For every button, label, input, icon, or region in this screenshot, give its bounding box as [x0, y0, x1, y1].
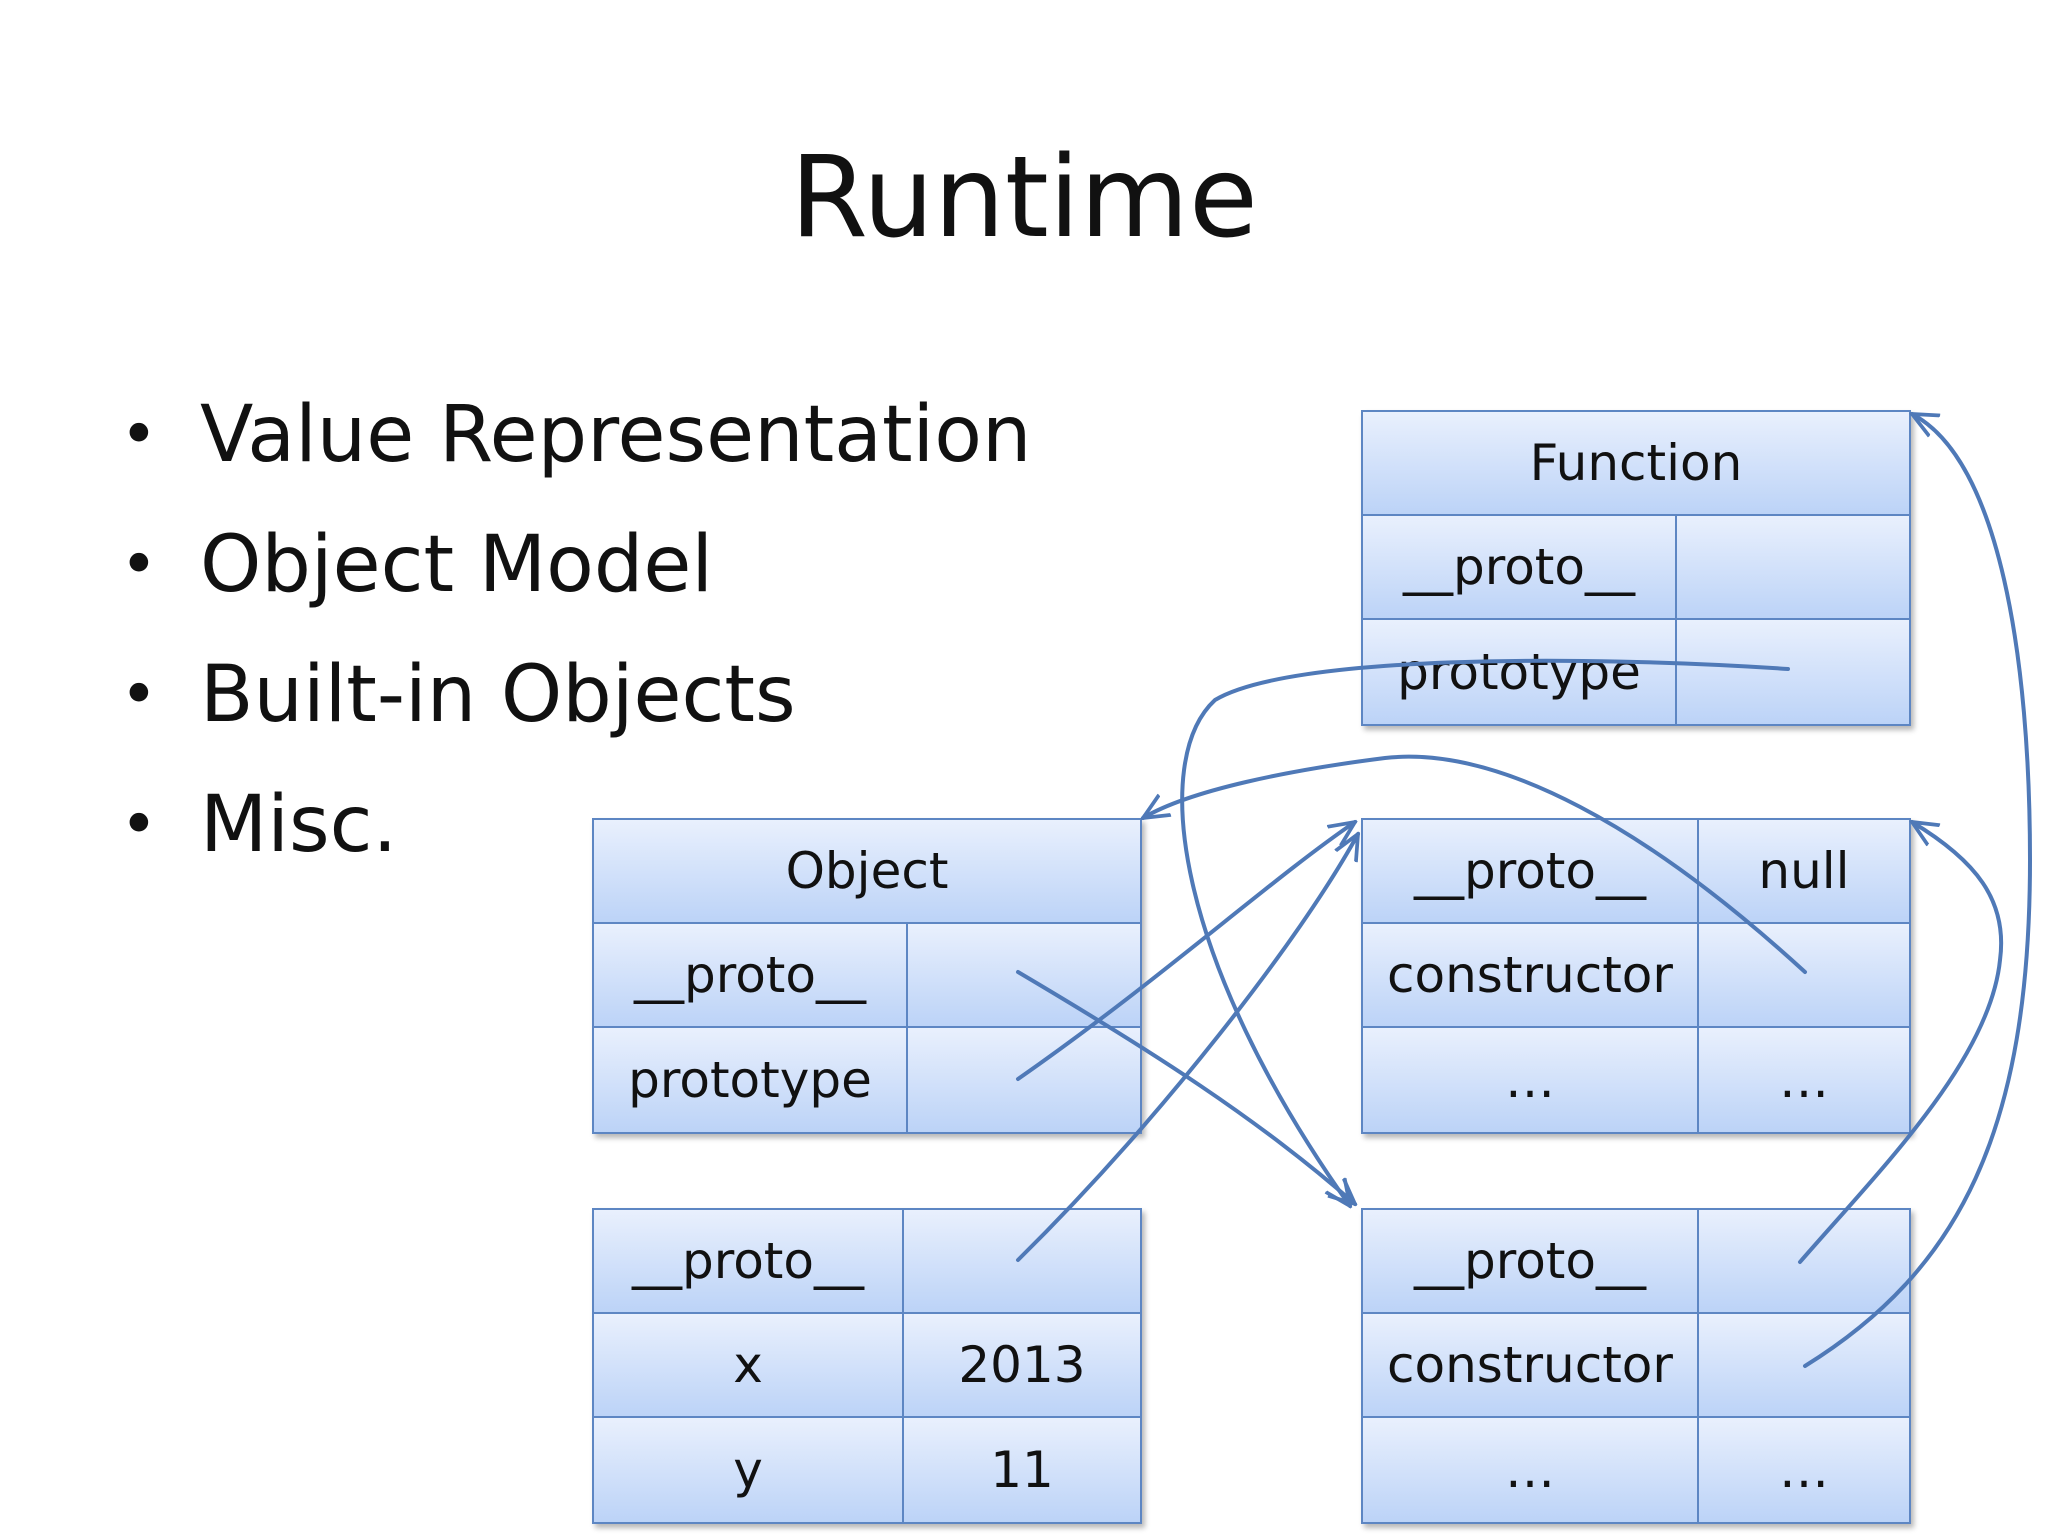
objproto-row-more: … …: [1363, 1028, 1909, 1132]
objproto-row-constructor: constructor: [1363, 924, 1909, 1028]
function-prototype-key: prototype: [1363, 620, 1677, 724]
function-proto-value: [1677, 516, 1909, 618]
instance-x-key: x: [594, 1314, 904, 1416]
objproto-constructor-value: [1699, 924, 1909, 1026]
function-row-prototype: prototype: [1363, 620, 1909, 724]
funcproto-constructor-key: constructor: [1363, 1314, 1699, 1416]
object-proto-value: [908, 924, 1140, 1026]
object-proto-key: __proto__: [594, 924, 908, 1026]
funcproto-more-value: …: [1779, 1441, 1829, 1499]
instance-row-proto: __proto__: [594, 1210, 1140, 1314]
object-row-proto: __proto__: [594, 924, 1140, 1028]
function-name: Function: [1529, 434, 1743, 492]
function-proto-key: __proto__: [1363, 516, 1677, 618]
slide-title: Runtime: [790, 133, 1258, 263]
instance-proto-key: __proto__: [594, 1210, 904, 1312]
objproto-more-key: …: [1363, 1028, 1699, 1132]
bullet-dot-icon: •: [120, 788, 158, 862]
instance-y-value: 11: [990, 1441, 1054, 1499]
object-prototype-box: __proto__ null constructor … …: [1361, 818, 1911, 1134]
function-prototype-box: __proto__ constructor … …: [1361, 1208, 1911, 1524]
bullet-dot-icon: •: [120, 528, 158, 602]
instance-proto-value: [904, 1210, 1140, 1312]
funcproto-proto-key: __proto__: [1363, 1210, 1699, 1312]
instance-row-y: y 11: [594, 1418, 1140, 1522]
function-prototype-value: [1677, 620, 1909, 724]
bullet-item: •Built-in Objects: [120, 630, 1031, 760]
object-row-prototype: prototype: [594, 1028, 1140, 1132]
bullet-item: •Value Representation: [120, 370, 1031, 500]
function-object-box: Function __proto__ prototype: [1361, 410, 1911, 726]
objproto-proto-key: __proto__: [1363, 820, 1699, 922]
object-prototype-key: prototype: [594, 1028, 908, 1132]
bullet-item: •Object Model: [120, 500, 1031, 630]
funcproto-row-constructor: constructor: [1363, 1314, 1909, 1418]
object-object-box: Object __proto__ prototype: [592, 818, 1142, 1134]
object-prototype-value: [908, 1028, 1140, 1132]
objproto-constructor-key: constructor: [1363, 924, 1699, 1026]
bullet-item: •Misc.: [120, 760, 1031, 890]
object-name: Object: [785, 842, 949, 900]
funcproto-row-proto: __proto__: [1363, 1210, 1909, 1314]
funcproto-row-more: … …: [1363, 1418, 1909, 1522]
function-row-proto: __proto__: [1363, 516, 1909, 620]
instance-y-key: y: [594, 1418, 904, 1522]
funcproto-constructor-value: [1699, 1314, 1909, 1416]
objproto-row-proto: __proto__ null: [1363, 820, 1909, 924]
instance-row-x: x 2013: [594, 1314, 1140, 1418]
objproto-proto-value: null: [1758, 842, 1850, 900]
instance-x-value: 2013: [958, 1336, 1086, 1394]
bullet-dot-icon: •: [120, 398, 158, 472]
funcproto-more-key: …: [1363, 1418, 1699, 1522]
bullet-dot-icon: •: [120, 658, 158, 732]
funcproto-proto-value: [1699, 1210, 1909, 1312]
object-header-row: Object: [594, 820, 1140, 924]
objproto-more-value: …: [1779, 1051, 1829, 1109]
function-header-row: Function: [1363, 412, 1909, 516]
bullet-list: •Value Representation •Object Model •Bui…: [120, 370, 1031, 890]
instance-object-box: __proto__ x 2013 y 11: [592, 1208, 1142, 1524]
